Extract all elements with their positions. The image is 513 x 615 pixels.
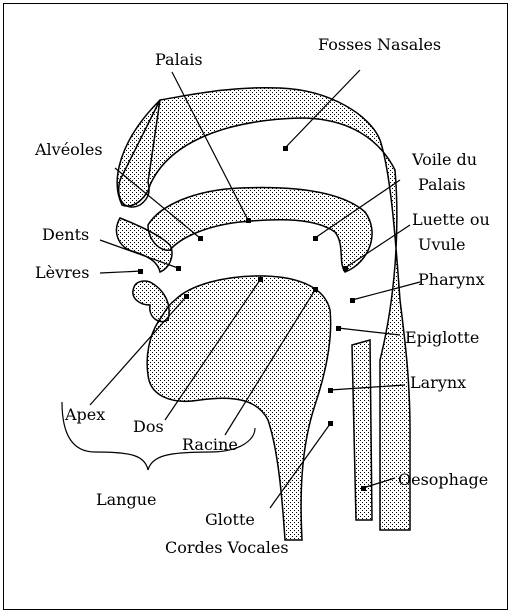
tongue-shape bbox=[147, 276, 331, 540]
label-larynx: Larynx bbox=[410, 373, 466, 392]
label-levres: Lèvres bbox=[35, 263, 89, 282]
label-fosses-nasales: Fosses Nasales bbox=[318, 35, 441, 54]
label-apex: Apex bbox=[64, 405, 105, 424]
label-palais: Palais bbox=[155, 50, 203, 69]
label-voile-du-palais-line1: Voile du bbox=[411, 150, 477, 169]
label-langue: Langue bbox=[96, 490, 156, 509]
palate-shape bbox=[148, 188, 372, 272]
label-luette-line2: Uvule bbox=[418, 235, 465, 254]
label-oesophage: Oesophage bbox=[398, 470, 488, 489]
label-dents: Dents bbox=[42, 225, 89, 244]
label-pharynx: Pharynx bbox=[418, 270, 485, 289]
label-dos: Dos bbox=[133, 417, 164, 436]
label-epiglotte: Epiglotte bbox=[405, 328, 479, 347]
label-cordes-vocales: Cordes Vocales bbox=[165, 538, 289, 557]
label-racine: Racine bbox=[182, 435, 238, 454]
label-glotte: Glotte bbox=[205, 510, 255, 529]
larynx-shape bbox=[352, 340, 372, 520]
label-voile-du-palais-line2: Palais bbox=[418, 175, 466, 194]
label-luette-line1: Luette ou bbox=[412, 210, 490, 229]
label-alveoles: Alvéoles bbox=[34, 140, 103, 159]
